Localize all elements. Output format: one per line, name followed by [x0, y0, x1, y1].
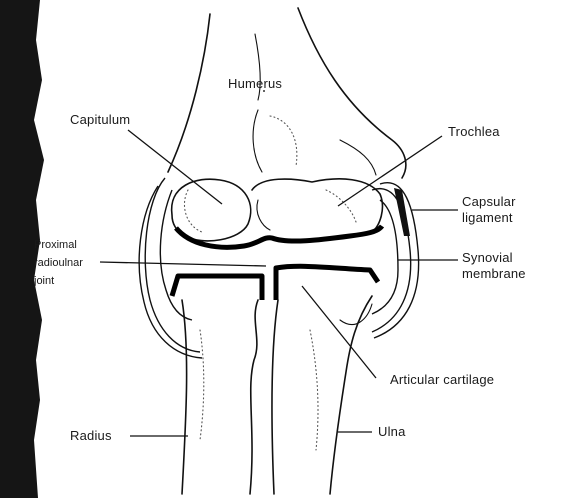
label-radioulnar-line2: radioulnar — [34, 257, 83, 269]
trochlea — [252, 179, 382, 232]
radial-head-cartilage — [172, 276, 262, 300]
leader-radioulnar-joint — [100, 262, 266, 266]
leader-trochlea — [338, 136, 442, 206]
label-proximal-radioulnar-joint: Proximal radioulnar joint — [33, 239, 86, 287]
label-radioulnar-line3: joint — [33, 275, 54, 287]
label-synovial-membrane: Synovial membrane — [462, 250, 526, 281]
ulna-bone — [272, 296, 372, 494]
label-radius: Radius — [70, 428, 112, 443]
leader-capitulum — [128, 130, 222, 204]
label-radioulnar-line1: Proximal — [34, 239, 77, 251]
label-synovial-membrane-line2: membrane — [462, 266, 526, 281]
label-capsular-ligament-line1: Capsular — [462, 194, 516, 209]
leader-articular-cartilage — [302, 286, 376, 378]
label-ulna: Ulna — [378, 424, 406, 439]
label-capsular-ligament: Capsular ligament — [462, 194, 519, 225]
humerus-bone — [168, 8, 406, 178]
capitulum — [172, 179, 251, 241]
ulnar-articular-cartilage — [276, 266, 378, 300]
humeral-articular-cartilage — [176, 226, 382, 247]
label-synovial-membrane-line1: Synovial — [462, 250, 513, 265]
joint-capsule-left — [139, 178, 202, 358]
label-humerus: Humerus — [228, 76, 282, 91]
label-capsular-ligament-line2: ligament — [462, 210, 513, 225]
label-capitulum: Capitulum — [70, 112, 130, 127]
radius-bone — [182, 300, 258, 494]
label-articular-cartilage: Articular cartilage — [390, 372, 494, 387]
label-trochlea: Trochlea — [448, 124, 500, 139]
